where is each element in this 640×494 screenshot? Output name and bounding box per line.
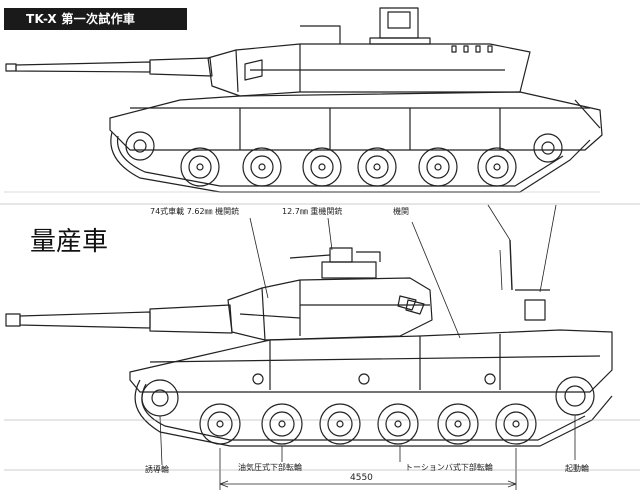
leader-lines <box>159 204 576 466</box>
dimension-4550: 4550 <box>350 473 373 483</box>
annotation-sprocket: 起動輪 <box>565 464 589 473</box>
production-track <box>134 379 613 447</box>
annotation-torsion-bar-wheels: トーションバ式下部転輪 <box>405 463 493 472</box>
dimension-line <box>4 419 640 490</box>
prototype-gun-barrel <box>5 57 213 77</box>
title-banner <box>4 8 187 30</box>
annotation-hydropneumatic-wheels: 油気圧式下部転輪 <box>238 463 302 472</box>
prototype-turret <box>207 7 531 97</box>
production-turret <box>227 247 433 341</box>
section-divider <box>0 203 640 205</box>
production-hull <box>129 239 613 393</box>
prototype-hull <box>109 91 603 151</box>
annotation-heavy-mg: 12.7㎜ 重機関銃 <box>282 207 343 216</box>
prototype-title: TK-X 第一次試作車 <box>26 12 136 26</box>
production-road-wheels <box>199 376 595 445</box>
production-label: 量産車 <box>30 227 109 257</box>
prototype-road-wheels <box>180 133 563 187</box>
production-gun-barrel <box>5 304 233 334</box>
annotation-coaxial-mg: 74式車載 7.62㎜ 機関銃 <box>150 207 240 216</box>
annotation-engine: 機関 <box>393 207 409 216</box>
annotation-idler: 誘導輪 <box>145 465 169 474</box>
